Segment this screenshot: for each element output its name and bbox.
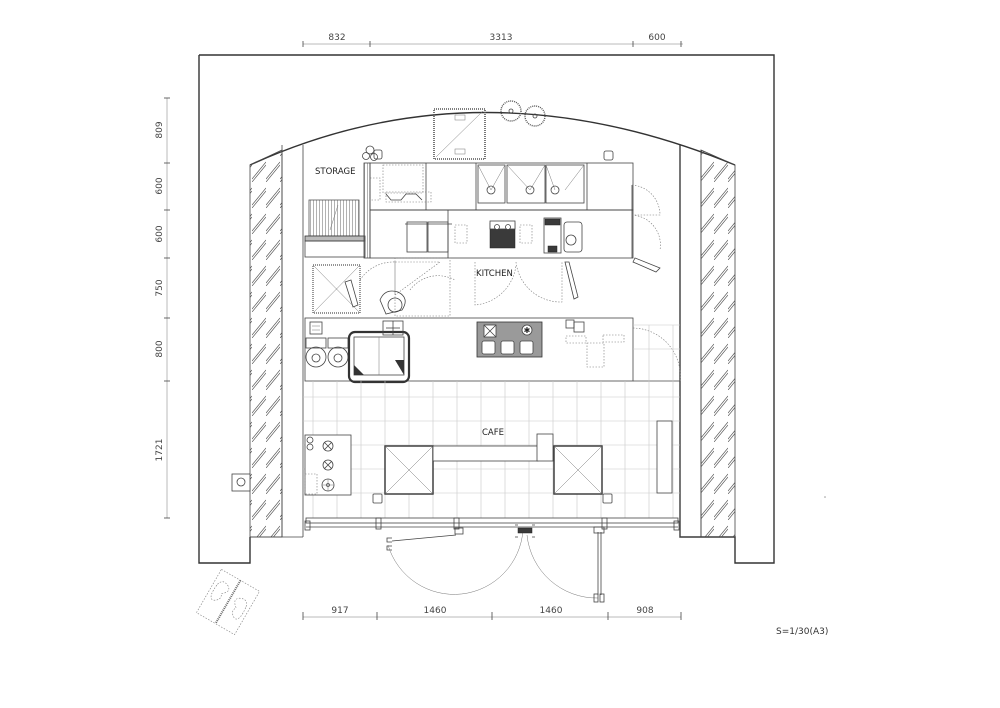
dim-bottom-2: 1460 — [540, 606, 563, 616]
exterior-sign — [196, 568, 260, 636]
dimension-left: 809 600 600 750 800 1721 — [155, 97, 170, 519]
dim-bottom-0: 917 — [331, 606, 348, 616]
front-counter: ✱ — [304, 317, 681, 384]
middle-counter — [369, 209, 634, 259]
triple-sink — [477, 164, 585, 204]
cooktop: ✱ — [476, 321, 543, 358]
cafe-table-left — [384, 445, 434, 495]
room-label-storage: STORAGE — [315, 167, 355, 177]
cafe-table-right — [553, 445, 603, 495]
kitchen-area: KITCHEN — [312, 257, 579, 317]
dim-top-2: 600 — [648, 33, 665, 43]
entrance-door-right[interactable] — [526, 526, 605, 603]
dimension-top: 832 3313 600 — [302, 33, 683, 47]
arched-roof-line — [249, 111, 736, 166]
dim-bottom-3: 908 — [636, 606, 653, 616]
dim-top-1: 3313 — [490, 33, 513, 43]
storage-room: STORAGE — [304, 162, 381, 259]
right-hatched-wall — [700, 149, 736, 538]
dimension-bottom: 917 1460 1460 908 — [302, 606, 682, 620]
skylight-hatch — [433, 108, 486, 160]
exterior-outlet — [231, 473, 251, 492]
dim-left-1: 600 — [155, 177, 165, 194]
dim-left-3: 750 — [155, 279, 165, 296]
exhaust-fans — [500, 100, 546, 127]
espresso-machine — [489, 220, 516, 249]
dim-left-2: 600 — [155, 225, 165, 242]
kitchen-service-doors[interactable] — [631, 184, 661, 273]
front-facade — [304, 517, 680, 531]
dim-left-0: 809 — [155, 121, 165, 138]
entrance-door-left[interactable] — [386, 527, 524, 595]
dim-bottom-1: 1460 — [424, 606, 447, 616]
left-hatched-wall — [249, 149, 283, 538]
building-shell — [198, 54, 775, 564]
svg-text:✱: ✱ — [524, 326, 531, 335]
room-label-kitchen: KITCHEN — [476, 269, 513, 279]
entrance-door-center[interactable] — [515, 524, 535, 538]
cafe-area: CAFE — [304, 420, 673, 504]
gas-cylinders — [362, 145, 614, 161]
back-counter — [369, 162, 634, 211]
dim-left-4: 800 — [155, 340, 165, 357]
scale-label: S=1/30(A3) — [776, 627, 828, 637]
dim-top-0: 832 — [328, 33, 345, 43]
dim-left-5: 1721 — [155, 439, 165, 462]
room-label-cafe: CAFE — [482, 428, 504, 438]
